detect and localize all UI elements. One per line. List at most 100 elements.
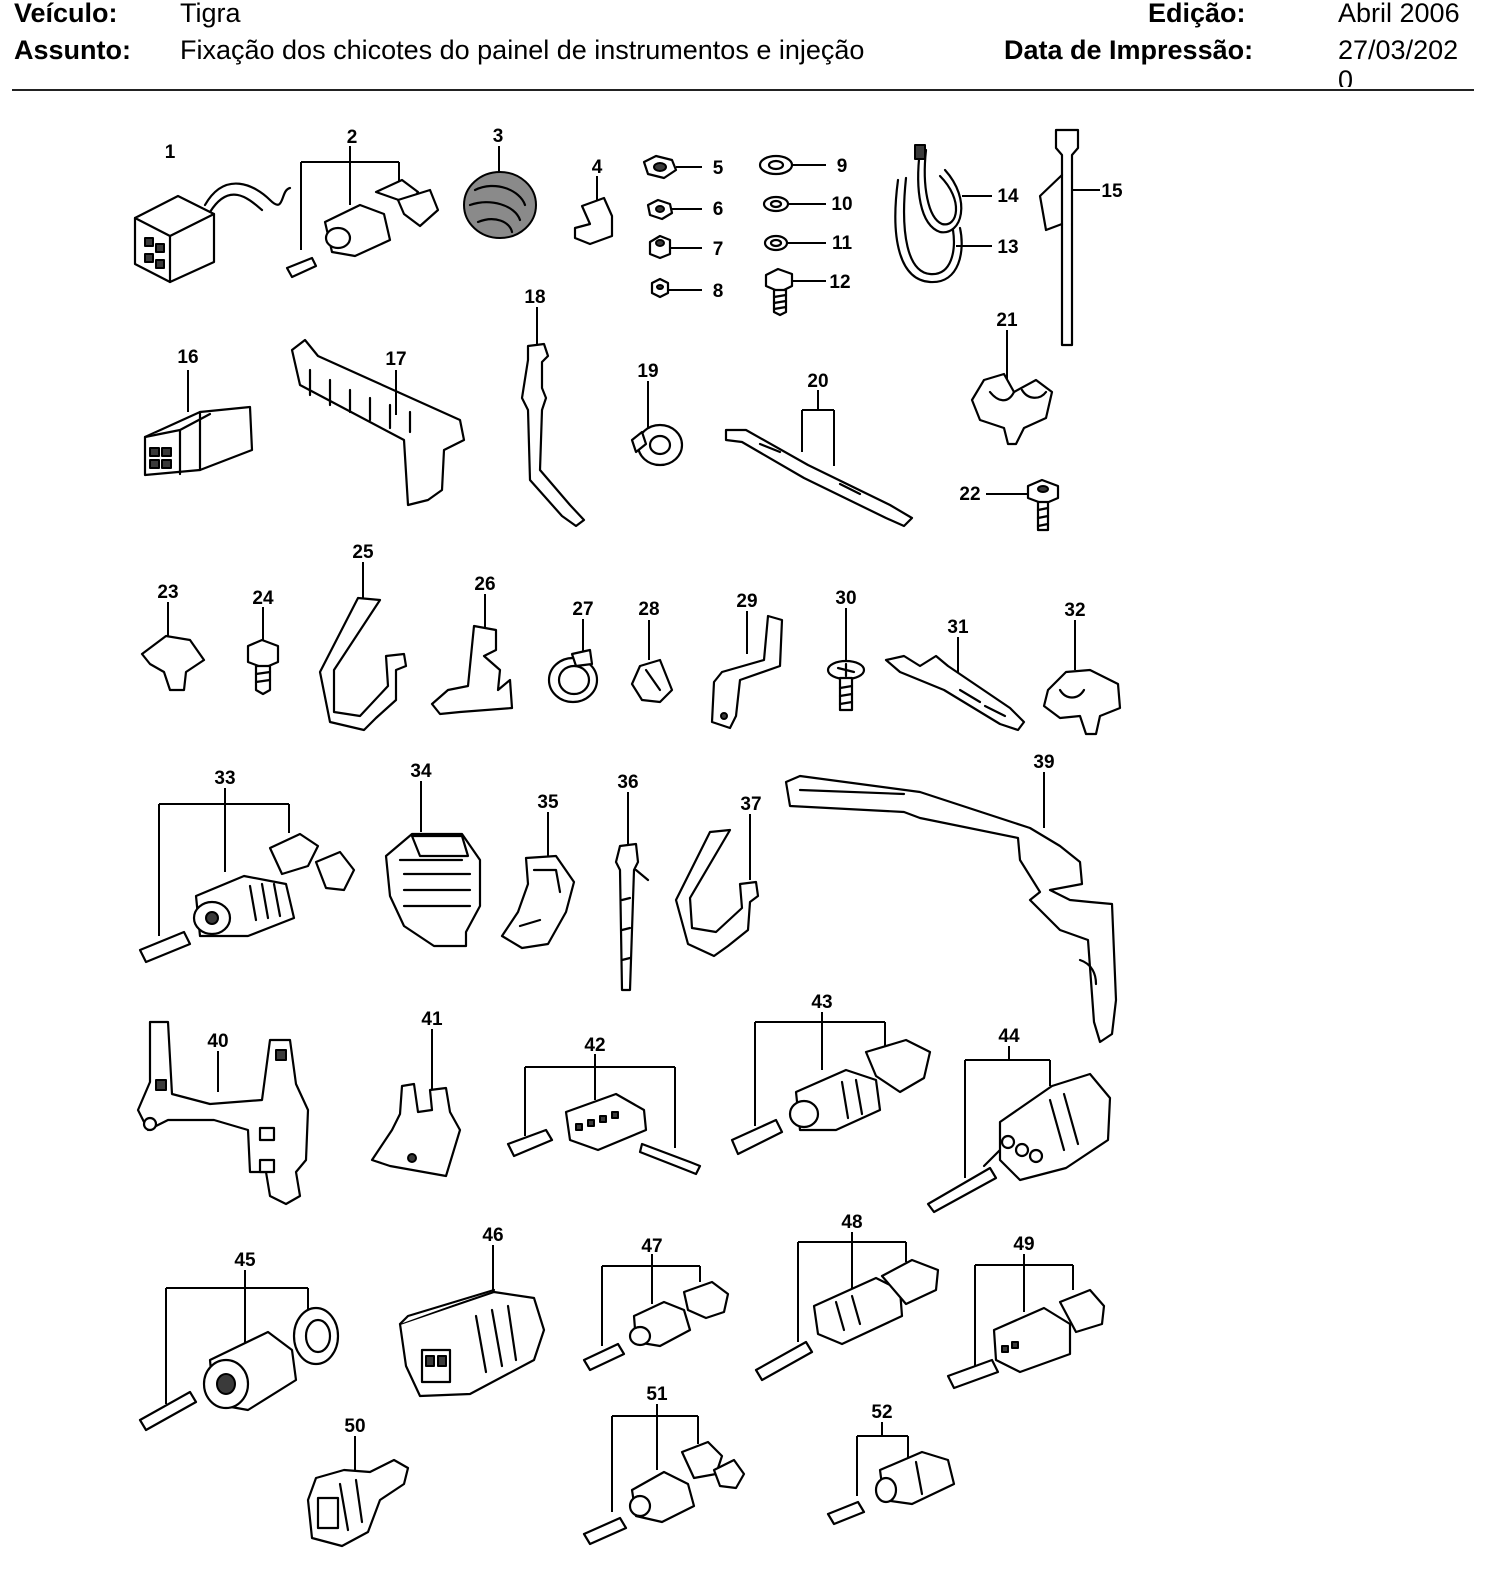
part-12-bolt [764, 267, 826, 317]
part-33-connector-set [138, 788, 356, 964]
part-number-13: 13 [997, 237, 1018, 258]
part-number-10: 10 [831, 194, 852, 215]
part-44-connector-set [926, 1046, 1112, 1214]
print-date-label: Data de Impressão: [1004, 35, 1254, 65]
part-number-33: 33 [214, 768, 235, 789]
part-42-connector-set [506, 1054, 702, 1176]
part-35-bracket [500, 812, 576, 950]
part-number-25: 25 [352, 542, 374, 563]
part-number-17: 17 [385, 349, 406, 370]
part-number-7: 7 [713, 239, 724, 260]
vehicle-value: Tigra [180, 0, 241, 28]
part-16-connector [143, 370, 254, 477]
part-2-connector-set [285, 146, 440, 279]
part-1-relay-connector [133, 182, 292, 284]
part-41-clip [370, 1029, 462, 1178]
edition-value: Abril 2006 [1338, 0, 1460, 28]
part-18-strap [520, 307, 586, 528]
print-date-value: 27/03/2020 [1338, 35, 1459, 87]
part-3-tape-roll [463, 146, 537, 239]
part-number-20: 20 [807, 371, 828, 392]
part-23-clip [140, 602, 206, 692]
part-32-clip [1042, 620, 1122, 736]
part-number-31: 31 [947, 617, 969, 638]
part-number-26: 26 [474, 574, 495, 595]
part-17-harness-bracket [290, 338, 466, 507]
part-number-11: 11 [832, 233, 853, 254]
part-number-27: 27 [572, 599, 593, 620]
part-number-14: 14 [997, 186, 1019, 207]
part-number-45: 45 [234, 1250, 256, 1271]
part-22-screw [986, 478, 1060, 532]
part-number-6: 6 [713, 199, 724, 220]
part-number-36: 36 [617, 772, 638, 793]
part-number-12: 12 [829, 272, 850, 293]
part-15-long-strap [1038, 128, 1100, 347]
part-30-screw [826, 608, 866, 712]
part-number-1: 1 [165, 142, 176, 163]
parts-13-14-cable-ties [894, 144, 992, 284]
part-number-44: 44 [998, 1026, 1020, 1047]
part-number-32: 32 [1064, 600, 1085, 621]
part-34-connector-housing [384, 781, 482, 948]
part-number-37: 37 [740, 794, 761, 815]
part-40-bracket [136, 1020, 310, 1206]
part-number-50: 50 [344, 1416, 365, 1437]
part-number-35: 35 [537, 792, 559, 813]
part-31-strip [884, 637, 1026, 732]
part-39-long-bracket [784, 772, 1118, 1044]
part-50-connector-boot [306, 1436, 410, 1548]
part-number-29: 29 [736, 591, 757, 612]
part-number-4: 4 [592, 157, 603, 178]
subject-value: Fixação dos chicotes do painel de instru… [180, 35, 865, 65]
part-36-strap [614, 792, 650, 992]
part-number-5: 5 [713, 158, 724, 179]
part-number-23: 23 [157, 582, 178, 603]
part-27-hose-clamp [547, 619, 599, 704]
part-49-connector-set [946, 1254, 1106, 1390]
part-43-connector-set [730, 1012, 932, 1156]
edition-label: Edição: [1148, 0, 1246, 28]
part-20-strip [724, 390, 914, 528]
part-45-connector-set [138, 1270, 340, 1432]
part-11-lock-washer [763, 234, 826, 252]
part-8-nut [650, 277, 702, 299]
part-number-18: 18 [524, 287, 545, 308]
part-number-2: 2 [347, 127, 358, 148]
part-28-clip [630, 620, 674, 704]
part-4-clip [573, 176, 614, 246]
part-19-p-clip [630, 381, 684, 467]
part-9-washer [758, 154, 826, 176]
part-number-21: 21 [996, 310, 1018, 331]
part-number-42: 42 [584, 1035, 605, 1056]
part-37-bracket [674, 814, 760, 958]
part-29-bracket [710, 611, 784, 730]
part-7-nut [648, 234, 702, 260]
part-number-40: 40 [207, 1031, 228, 1052]
part-number-49: 49 [1013, 1234, 1034, 1255]
part-number-28: 28 [638, 599, 659, 620]
part-number-43: 43 [811, 992, 832, 1013]
header-divider [12, 89, 1474, 91]
part-number-46: 46 [482, 1225, 503, 1246]
part-25-bracket [318, 562, 408, 732]
part-number-9: 9 [837, 156, 848, 177]
part-number-24: 24 [252, 588, 274, 609]
part-52-connector-set [826, 1422, 956, 1526]
part-number-39: 39 [1033, 752, 1054, 773]
subject-label: Assunto: [14, 35, 131, 65]
part-46-connector-housing [398, 1245, 546, 1398]
part-6-nut [646, 198, 702, 221]
part-number-41: 41 [421, 1009, 443, 1030]
vehicle-label: Veículo: [14, 0, 118, 28]
part-10-washer [762, 195, 826, 213]
part-26-bracket [430, 594, 514, 716]
part-48-connector-set [754, 1232, 940, 1382]
part-number-8: 8 [713, 281, 724, 302]
part-number-48: 48 [841, 1212, 862, 1233]
part-24-bolt [246, 607, 280, 696]
part-number-19: 19 [637, 361, 658, 382]
part-number-34: 34 [410, 761, 432, 782]
